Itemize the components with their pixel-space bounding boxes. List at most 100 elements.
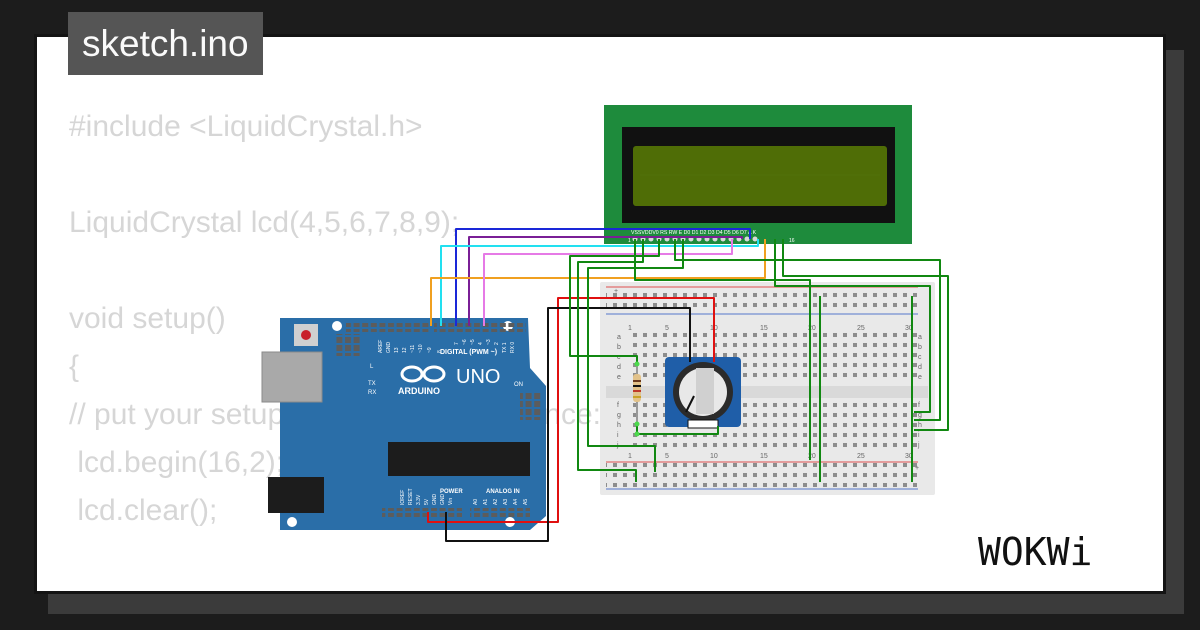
header-pin-label: 4 <box>478 342 484 345</box>
row-letter: f <box>918 402 920 409</box>
rail-plus-label: + <box>614 288 618 295</box>
column-number: 20 <box>808 453 816 460</box>
wire-red-5v <box>427 297 715 523</box>
lcd-display[interactable]: VSSVDDV0 RS RW E D0 D1 D2 D3 D4 D5 D6 D7… <box>604 105 912 244</box>
power-jack <box>268 477 324 513</box>
atmega-chip <box>388 442 530 476</box>
header-pin-label: RESET <box>408 488 414 505</box>
arduino-brand: ARDUINO <box>398 386 440 396</box>
wire-green <box>569 239 660 364</box>
row-letter: g <box>617 412 621 419</box>
lcd-screen <box>633 146 887 206</box>
header-pin-label: ~11 <box>410 345 416 353</box>
row-letter: d <box>617 364 621 371</box>
header-pin-label: A5 <box>523 499 529 505</box>
header-pin-label: 8 <box>437 350 443 353</box>
row-letter: h <box>617 422 621 429</box>
column-number: 20 <box>808 325 816 332</box>
on-label: ON <box>514 382 523 388</box>
breadboard[interactable]: + + 1 5 10 15 20 25 30 1 5 10 15 20 25 3… <box>600 282 935 495</box>
column-number: 5 <box>665 325 669 332</box>
row-letter: h <box>918 422 922 429</box>
digital-label: DIGITAL (PWM ~) <box>440 349 497 356</box>
row-letter: i <box>617 432 619 439</box>
header-pin-label: ~6 <box>462 339 468 345</box>
wokwi-logo: WOKWi <box>978 531 1092 574</box>
header-pin-label: 12 <box>402 347 408 353</box>
header-pin-label: ~5 <box>470 339 476 345</box>
column-number: 1 <box>628 325 632 332</box>
power-header <box>382 508 462 517</box>
pin-markers <box>634 361 640 437</box>
usb-port <box>261 351 323 403</box>
header-pin-label: GND <box>440 494 446 506</box>
wire-green <box>587 239 684 472</box>
header-pin-label: A1 <box>483 499 489 505</box>
header-pin-label: TX 1 <box>502 342 508 353</box>
row-letter: b <box>617 344 621 351</box>
wire-orange <box>430 239 766 326</box>
column-number: 30 <box>905 325 913 332</box>
row-letter: e <box>918 374 922 381</box>
wire-cyan <box>440 239 759 326</box>
header-pin-label: IOREF <box>400 490 406 505</box>
digital-header-left <box>346 323 430 332</box>
arduino-uno-board[interactable]: DIGITAL (PWM ~) UNO ARDUINO L TX RX ON P… <box>261 318 546 530</box>
wire-green <box>577 239 644 482</box>
header-pin-label: A0 <box>473 499 479 505</box>
code-line: lcd.begin(16,2); <box>69 446 285 479</box>
wokwi-logo-text: WOKWi <box>978 531 1092 574</box>
sketch-title: sketch.ino <box>68 12 263 75</box>
column-number: 25 <box>857 325 865 332</box>
rx-label: RX <box>368 390 376 396</box>
row-letter: c <box>918 354 922 361</box>
row-letter: g <box>918 412 922 419</box>
header-pin-label: GND <box>386 342 392 354</box>
code-line: { <box>69 350 80 383</box>
header-pin-label: 13 <box>394 347 400 353</box>
header-pin-label: ~3 <box>486 339 492 345</box>
code-line: LiquidCrystal lcd(4,5,6,7,8,9); <box>69 206 460 239</box>
header-pin-label: ~10 <box>418 344 424 353</box>
power-label: POWER <box>440 489 463 495</box>
wire-green <box>634 239 811 460</box>
header-pin-label: Vin <box>448 498 454 505</box>
row-letter: c <box>617 354 621 361</box>
header-pin-label: GND <box>432 494 438 506</box>
header-pin-label: 5V <box>424 498 430 505</box>
row-letter: a <box>617 334 621 341</box>
column-number: 5 <box>665 453 669 460</box>
row-letter: f <box>617 402 619 409</box>
resistor[interactable] <box>633 364 641 424</box>
row-letter: i <box>918 432 920 439</box>
row-letter: j <box>917 442 920 449</box>
uno-label: UNO <box>456 366 500 388</box>
header-pin-label: 3.3V <box>416 494 422 505</box>
wire-green <box>674 239 941 421</box>
column-number: 1 <box>628 453 632 460</box>
wire-purple <box>468 236 743 326</box>
row-letter: d <box>918 364 922 371</box>
row-letter: b <box>918 344 922 351</box>
wire-black-gnd <box>445 307 691 542</box>
reset-button[interactable] <box>301 330 311 340</box>
wire-green <box>636 424 719 435</box>
lcd-pin-labels: VSSVDDV0 RS RW E D0 D1 D2 D3 D4 D5 D6 D7… <box>631 230 757 236</box>
lcd-pin-last: 16 <box>789 238 795 244</box>
code-line: #include <LiquidCrystal.h> <box>69 110 423 143</box>
code-line: } <box>69 590 79 591</box>
column-number: 25 <box>857 453 865 460</box>
lcd-pin-first: 1 <box>628 238 631 244</box>
header-pin-label: A2 <box>493 499 499 505</box>
tx-label: TX <box>368 381 376 387</box>
potentiometer[interactable] <box>665 357 741 429</box>
column-number: 10 <box>710 453 718 460</box>
header-pin-label: ~9 <box>427 347 433 353</box>
header-pin-label: RX 0 <box>510 342 516 353</box>
rail-plus-label: + <box>915 465 919 472</box>
row-letter: e <box>617 374 621 381</box>
wire-green <box>774 239 931 413</box>
header-pin-label: AREF <box>378 340 384 353</box>
column-number: 30 <box>905 453 913 460</box>
